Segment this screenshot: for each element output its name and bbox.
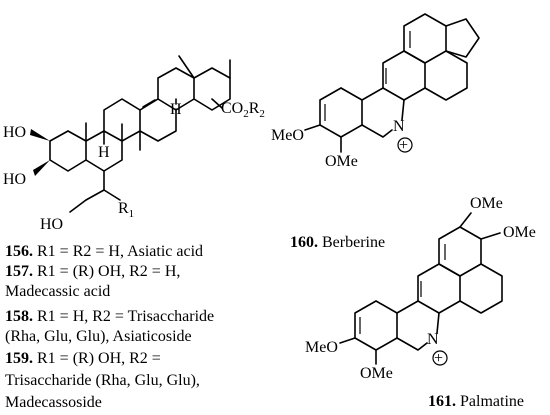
triterpenoid-captions: 156. R1 = R2 = H, Asiatic acid 157. R1 =…: [5, 243, 214, 411]
caption-line-7: Trisaccharide (Rha, Glu, Glu),: [5, 372, 200, 389]
palmatine-n-label: N: [427, 331, 439, 348]
h-upper-label: H: [170, 101, 182, 118]
berberine-n-label: N: [393, 118, 405, 135]
ho-bottom-label: HO: [40, 216, 63, 233]
palmatine-structure: N + OMe OMe MeO OMe 161. Palmatine: [305, 195, 536, 410]
palmatine-ome-right-label: OMe: [503, 224, 536, 241]
palmatine-caption: 161. Palmatine: [428, 393, 524, 410]
r1-label: R1: [118, 200, 134, 220]
berberine-caption: 160. Berberine: [290, 234, 385, 251]
berberine-structure: N + MeO OMe 160. Berberine: [271, 13, 480, 251]
berberine-ome-label: OMe: [325, 153, 358, 170]
berberine-charge-circle: [397, 137, 413, 153]
caption-line-1: 156. R1 = R2 = H, Asiatic acid: [5, 243, 203, 260]
palmatine-ome-bottom-label: OMe: [360, 365, 393, 382]
palmatine-ome-top-label: OMe: [470, 195, 503, 212]
palmatine-meo-label: MeO: [305, 339, 338, 356]
palmatine-charge-circle: [432, 350, 448, 366]
caption-line-3: Madecassic acid: [5, 283, 110, 300]
caption-line-4: 158. R1 = H, R2 = Trisaccharide: [5, 308, 214, 325]
ho-mid-label: HO: [3, 171, 26, 188]
berberine-meo-label: MeO: [271, 127, 304, 144]
berberine-plus-label: +: [399, 137, 408, 154]
caption-line-5: (Rha, Glu, Glu), Asiaticoside: [5, 328, 192, 345]
caption-line-2: 157. R1 = (R) OH, R2 = H,: [5, 263, 180, 280]
ester-label: CO2R2: [221, 100, 265, 120]
triterpenoid-structure: HO HO HO H H CO2R2 R1: [3, 55, 265, 233]
caption-line-8: Madecassoside: [5, 394, 102, 411]
ho-top-label: HO: [3, 124, 26, 141]
palmatine-plus-label: +: [434, 350, 443, 367]
caption-line-6: 159. R1 = (R) OH, R2 =: [5, 350, 161, 367]
h-lower-label: H: [98, 144, 110, 161]
